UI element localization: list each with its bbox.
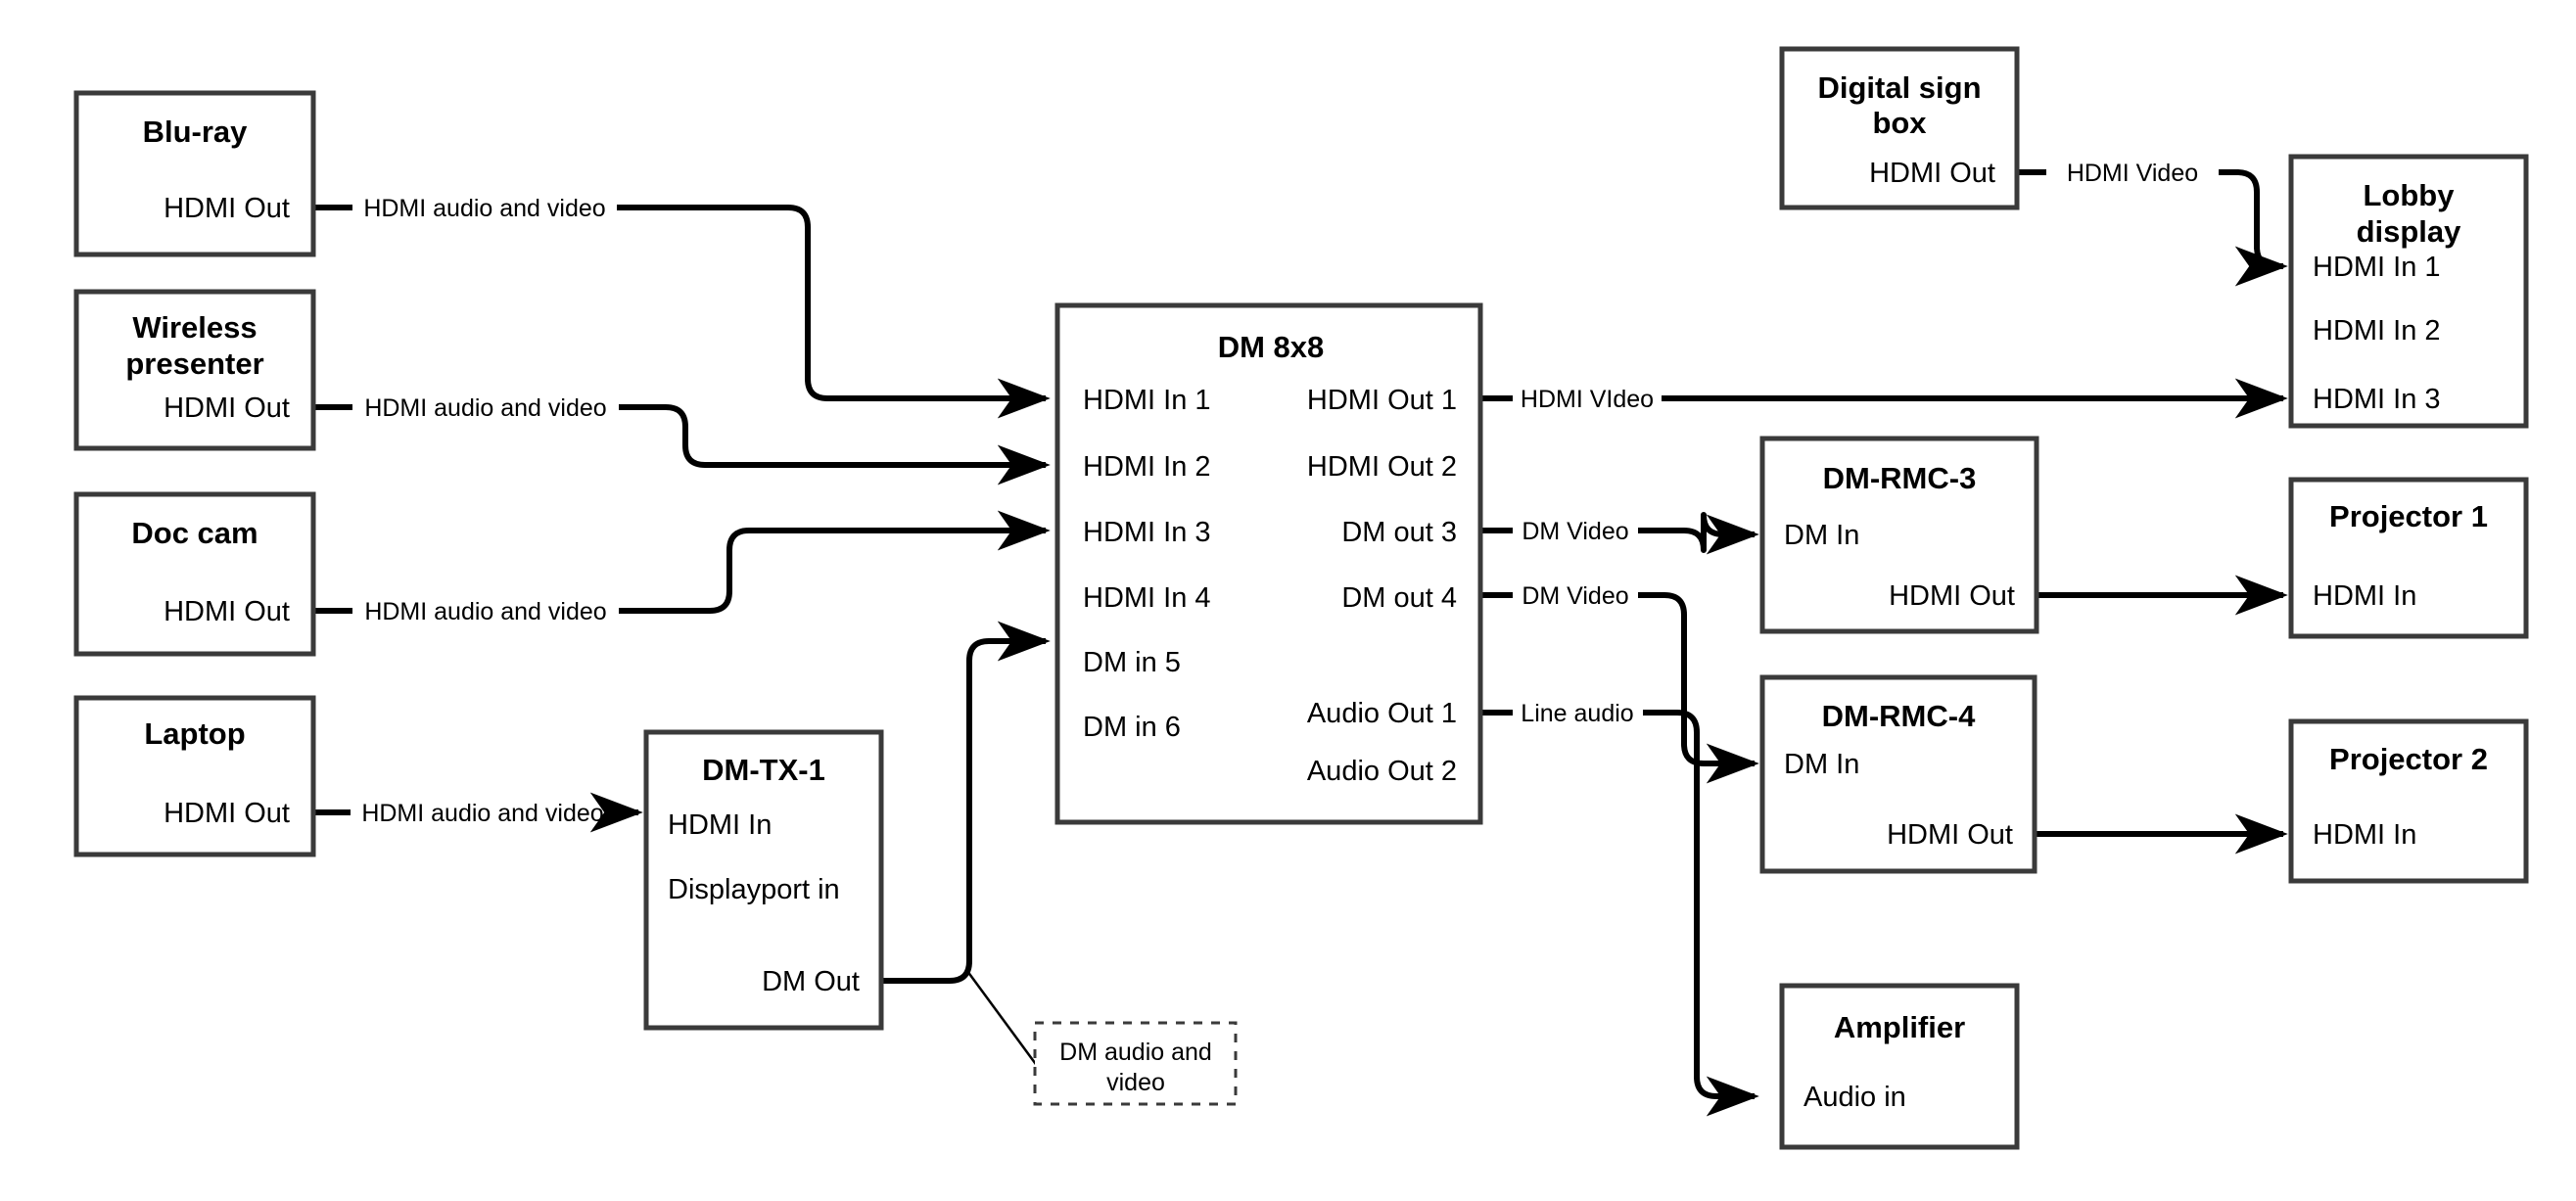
bluray-title: Blu-ray: [143, 115, 249, 149]
edge-label-wireless: HDMI audio and video: [364, 394, 606, 422]
device-doc-cam[interactable]: Doc cam HDMI Out: [73, 491, 316, 657]
dm-8x8-output-audio-out-1: Audio Out 1: [1307, 698, 1457, 729]
doc-cam-port-hdmi-out: HDMI Out: [164, 596, 290, 627]
device-laptop[interactable]: Laptop HDMI Out: [73, 695, 316, 857]
device-dm-8x8[interactable]: DM 8x8 HDMI In 1 HDMI In 2 HDMI In 3 HDM…: [1054, 302, 1483, 825]
dm-tx-1-port-dm-out: DM Out: [762, 966, 860, 997]
edge-label-dm-out1: HDMI VIdeo: [1521, 386, 1654, 413]
dm-rmc-3-port-dm-in: DM In: [1784, 520, 1859, 551]
dm-8x8-input-hdmi-in-4: HDMI In 4: [1083, 582, 1211, 614]
dm-8x8-box[interactable]: [1054, 302, 1483, 825]
dm-8x8-input-dm-in-5: DM in 5: [1083, 647, 1181, 678]
link-dmtx1-to-dm8x8: [881, 621, 1051, 984]
device-amplifier[interactable]: Amplifier Audio in: [1779, 983, 2020, 1150]
device-dm-tx-1[interactable]: DM-TX-1 HDMI In Displayport in DM Out: [643, 729, 884, 1031]
dm-rmc-3-port-hdmi-out: HDMI Out: [1889, 580, 2015, 612]
laptop-title: Laptop: [144, 716, 245, 751]
callout-dm-audio-video-box: [1033, 1021, 1238, 1106]
lobby-display-input-hdmi-in-2: HDMI In 2: [2313, 315, 2441, 346]
projector-2-box[interactable]: [2288, 718, 2529, 884]
callout-leader-line: [965, 970, 1040, 1068]
callout-dm-audio-video-line1: DM audio and: [1059, 1039, 1212, 1066]
digital-sign-box-port-hdmi-out: HDMI Out: [1869, 158, 1995, 189]
dm-tx-1-port-displayport-in: Displayport in: [668, 874, 840, 905]
lobby-display-input-hdmi-in-3: HDMI In 3: [2313, 384, 2441, 415]
dm-rmc-3-title: DM-RMC-3: [1823, 461, 1977, 495]
projector-1-title: Projector 1: [2329, 499, 2488, 533]
edge-label-signbox: HDMI Video: [2067, 160, 2198, 187]
laptop-port-hdmi-out: HDMI Out: [164, 798, 290, 829]
device-projector-2[interactable]: Projector 2 HDMI In: [2288, 718, 2529, 884]
device-dm-rmc-3[interactable]: DM-RMC-3 DM In HDMI Out: [1759, 436, 2039, 634]
edge-label-doccam: HDMI audio and video: [364, 598, 606, 625]
device-dm-rmc-4[interactable]: DM-RMC-4 DM In HDMI Out: [1759, 674, 2037, 874]
laptop-box[interactable]: [73, 695, 316, 857]
dm-tx-1-port-hdmi-in: HDMI In: [668, 809, 772, 841]
doc-cam-box[interactable]: [73, 491, 316, 657]
edge-label-dm-out4: DM Video: [1522, 582, 1628, 610]
dm-8x8-output-hdmi-out-2: HDMI Out 2: [1307, 451, 1457, 483]
amplifier-title: Amplifier: [1834, 1010, 1965, 1044]
dm-tx-1-box[interactable]: [643, 729, 884, 1031]
device-projector-1[interactable]: Projector 1 HDMI In: [2288, 477, 2529, 639]
projector-2-title: Projector 2: [2329, 742, 2488, 776]
dm-tx-1-title: DM-TX-1: [702, 753, 825, 787]
dm-rmc-4-port-dm-in: DM In: [1784, 749, 1859, 780]
lobby-display-box[interactable]: [2288, 154, 2529, 429]
edge-label-bluray: HDMI audio and video: [363, 195, 605, 222]
dm-8x8-input-hdmi-in-3: HDMI In 3: [1083, 517, 1211, 548]
dm-rmc-3-box[interactable]: [1759, 436, 2039, 634]
device-lobby-display[interactable]: Lobby display HDMI In 1 HDMI In 2 HDMI I…: [2288, 154, 2529, 429]
bluray-port-hdmi-out: HDMI Out: [164, 193, 290, 224]
dm-rmc-4-title: DM-RMC-4: [1822, 699, 1976, 733]
link-wireless-to-dm8x8: [313, 404, 1046, 465]
dm-rmc-4-port-hdmi-out: HDMI Out: [1887, 819, 2013, 851]
wireless-presenter-title-line1: Wireless: [132, 310, 257, 345]
amplifier-port-audio-in: Audio in: [1803, 1082, 1906, 1113]
lobby-display-title-line1: Lobby: [2364, 178, 2456, 212]
digital-sign-box-title-line1: Digital sign: [1817, 70, 1981, 105]
dm-rmc-4-box[interactable]: [1759, 674, 2037, 874]
dm-8x8-input-dm-in-6: DM in 6: [1083, 712, 1181, 743]
device-wireless-presenter[interactable]: Wireless presenter HDMI Out: [73, 289, 316, 451]
amplifier-box[interactable]: [1779, 983, 2020, 1150]
dm-8x8-input-hdmi-in-1: HDMI In 1: [1083, 385, 1211, 416]
wireless-presenter-box[interactable]: [73, 289, 316, 451]
edge-label-laptop: HDMI audio and video: [361, 800, 603, 827]
link-bluray-to-dm8x8: [313, 205, 1046, 398]
device-bluray[interactable]: Blu-ray HDMI Out: [73, 90, 316, 257]
link-dm8x8-out3-to-rmc3: [1480, 515, 1755, 550]
edge-label-dm-out3: DM Video: [1522, 518, 1628, 545]
wireless-presenter-port-hdmi-out: HDMI Out: [164, 393, 290, 424]
dm-8x8-title: DM 8x8: [1218, 330, 1325, 364]
link-doccam-to-dm8x8: [313, 531, 1046, 614]
projector-1-box[interactable]: [2288, 477, 2529, 639]
doc-cam-title: Doc cam: [131, 516, 258, 550]
projector-2-port-hdmi-in: HDMI In: [2313, 819, 2416, 851]
edge-label-audio-out1: Line audio: [1521, 700, 1633, 727]
device-digital-sign-box[interactable]: Digital sign box HDMI Out: [1779, 46, 2020, 210]
callout-dm-audio-video-line2: video: [1106, 1069, 1165, 1096]
link-dm8x8-out4-to-rmc4: [1480, 592, 1755, 763]
link-signbox-to-lobby: [2017, 169, 2283, 266]
digital-sign-box-rect[interactable]: [1779, 46, 2020, 210]
digital-sign-box-title-line2: box: [1872, 106, 1927, 140]
lobby-display-title-line2: display: [2357, 214, 2462, 249]
callout-dm-audio-and-video: DM audio and video: [1033, 1021, 1238, 1106]
wireless-presenter-title-line2: presenter: [125, 346, 263, 381]
dm-8x8-input-hdmi-in-2: HDMI In 2: [1083, 451, 1211, 483]
link-dm8x8-audioout1-to-amplifier: [1480, 710, 1755, 1096]
dm-8x8-output-dm-out-4: DM out 4: [1341, 582, 1457, 614]
lobby-display-input-hdmi-in-1: HDMI In 1: [2313, 252, 2441, 283]
dm-8x8-output-hdmi-out-1: HDMI Out 1: [1307, 385, 1457, 416]
dm-8x8-output-dm-out-3: DM out 3: [1341, 517, 1457, 548]
dm-8x8-output-audio-out-2: Audio Out 2: [1307, 756, 1457, 787]
projector-1-port-hdmi-in: HDMI In: [2313, 580, 2416, 612]
bluray-box[interactable]: [73, 90, 316, 257]
